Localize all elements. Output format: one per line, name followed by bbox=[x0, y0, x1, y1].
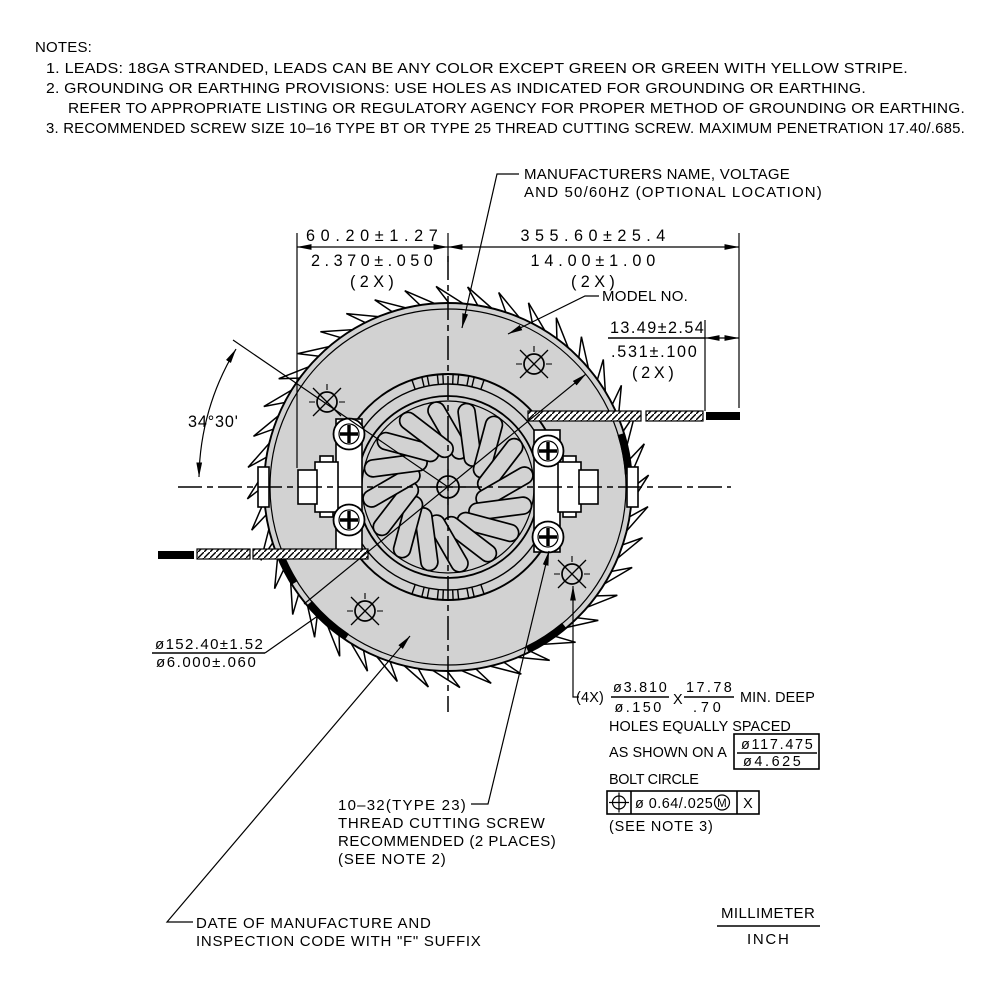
dim-wire-mm: 13.49±2.54 bbox=[610, 319, 704, 337]
note-line-2b: REFER TO APPROPRIATE LISTING OR REGULATO… bbox=[68, 100, 965, 117]
vent-slot bbox=[426, 588, 439, 600]
dim-dia-leader bbox=[264, 612, 323, 654]
dim-left-qty: (2X) bbox=[350, 273, 394, 291]
angle-reference-line bbox=[232, 339, 449, 488]
phillips-screw bbox=[531, 434, 565, 468]
holes-line2: HOLES EQUALLY SPACED bbox=[609, 719, 791, 735]
phillips-screw bbox=[332, 417, 366, 451]
holes-times: X bbox=[673, 692, 683, 708]
gdt-datum: X bbox=[743, 796, 753, 812]
grounding-hole-symbol bbox=[554, 556, 590, 589]
vent-slot bbox=[457, 588, 470, 600]
bolt-circle-in: ø4.625 bbox=[743, 754, 801, 770]
grounding-hole-symbol bbox=[347, 593, 383, 626]
diagonal-reference-line bbox=[303, 373, 587, 605]
units-top: MILLIMETER bbox=[721, 905, 815, 922]
wire-insulation bbox=[527, 410, 642, 422]
units-bottom: INCH bbox=[747, 931, 789, 948]
angle-dim-text: 34°30' bbox=[188, 413, 238, 431]
dim-dia-mm: ø152.40±1.52 bbox=[155, 636, 263, 653]
gdt-tolerance-value: ø 0.64/.025 bbox=[635, 796, 713, 812]
callouts: MANUFACTURERS NAME, VOLTAGE AND 50/60HZ … bbox=[165, 166, 822, 950]
vent-slot bbox=[471, 377, 485, 390]
note-line-2: 2. GROUNDING OR EARTHING PROVISIONS: USE… bbox=[46, 80, 866, 97]
holes-prefix: (4X) bbox=[576, 690, 604, 706]
lead-wire-upper bbox=[527, 410, 740, 422]
screw-note-leader bbox=[471, 550, 550, 805]
lead-wire-lower bbox=[158, 548, 369, 560]
dim-wire-in: .531±.100 bbox=[611, 343, 697, 361]
vent-slot bbox=[426, 374, 439, 386]
extension-lines bbox=[296, 233, 740, 468]
vent-slot bbox=[411, 377, 425, 390]
model-no-label: MODEL NO. bbox=[602, 288, 688, 305]
model-no-leader bbox=[507, 295, 599, 335]
note-line-3: 3. RECOMMENDED SCREW SIZE 10–16 TYPE BT … bbox=[46, 120, 965, 137]
position-symbol-cross bbox=[609, 792, 629, 813]
gdt-box bbox=[606, 790, 760, 815]
holes-dia-mm: ø3.810 bbox=[613, 680, 667, 696]
manufacturer-leader bbox=[461, 173, 519, 329]
bolt-circle-box bbox=[733, 733, 820, 770]
screw-note-line3: RECOMMENDED (2 PLACES) bbox=[338, 833, 556, 850]
screw-note-line1: 10–32(TYPE 23) bbox=[338, 797, 466, 814]
date-code-line1: DATE OF MANUFACTURE AND bbox=[196, 915, 431, 932]
phillips-screw bbox=[531, 520, 565, 554]
date-code-leader bbox=[165, 635, 411, 923]
holes-line4: BOLT CIRCLE bbox=[609, 772, 699, 788]
manufacturer-note-line1: MANUFACTURERS NAME, VOLTAGE bbox=[524, 166, 790, 183]
holes-depth-mm: 17.78 bbox=[686, 680, 732, 696]
grounding-hole-symbols bbox=[309, 346, 590, 626]
grounding-hole-symbol bbox=[516, 346, 552, 379]
mmc-modifier-icon bbox=[713, 794, 731, 811]
holes-suffix: MIN. DEEP bbox=[740, 690, 815, 706]
vent-slots bbox=[411, 374, 485, 600]
vent-slot bbox=[471, 584, 485, 597]
wire-insulation bbox=[196, 548, 251, 560]
holes-dia-in: ø.150 bbox=[615, 700, 662, 716]
dim-dia-in: ø6.000±.060 bbox=[156, 654, 256, 671]
holes-note-leader bbox=[570, 585, 579, 698]
screw-note-line2: THREAD CUTTING SCREW bbox=[338, 815, 546, 832]
notes-title: NOTES: bbox=[35, 39, 92, 56]
screw-note-line4: (SEE NOTE 2) bbox=[338, 851, 446, 868]
vent-slot bbox=[442, 374, 454, 384]
impeller-blades bbox=[362, 401, 534, 573]
vent-slot bbox=[442, 590, 454, 600]
wire-insulation bbox=[252, 548, 369, 560]
vent-slot bbox=[411, 584, 425, 597]
holes-line5: (SEE NOTE 3) bbox=[609, 819, 713, 835]
dim-wire-qty: (2X) bbox=[632, 364, 674, 382]
grounding-hole-symbol bbox=[309, 384, 345, 417]
wire-insulation bbox=[645, 410, 704, 422]
date-code-line2: INSPECTION CODE WITH "F" SUFFIX bbox=[196, 933, 481, 950]
wire-stripped-end bbox=[706, 412, 740, 420]
vent-slot bbox=[457, 374, 470, 386]
angle-dim-arc bbox=[196, 348, 237, 478]
wire-stripped-end bbox=[158, 551, 194, 559]
fan-assembly bbox=[158, 256, 740, 712]
holes-depth-in: .70 bbox=[693, 700, 721, 716]
dim-right-mm: 355.60±25.4 bbox=[521, 227, 666, 245]
dim-left-in: 2.370±.050 bbox=[311, 252, 433, 270]
dim-left-mm: 60.20±1.27 bbox=[306, 227, 438, 245]
bolt-circle-mm: ø117.475 bbox=[741, 737, 813, 753]
note-line-1: 1. LEADS: 18GA STRANDED, LEADS CAN BE AN… bbox=[46, 60, 908, 77]
impeller-blade bbox=[398, 411, 454, 459]
notes-block: NOTES: 1. LEADS: 18GA STRANDED, LEADS CA… bbox=[35, 39, 965, 137]
gdt-frame: ø 0.64/.025 M X bbox=[606, 790, 760, 815]
holes-line3: AS SHOWN ON A bbox=[609, 745, 727, 761]
phillips-screw bbox=[332, 503, 366, 537]
rim-mark bbox=[525, 622, 567, 653]
units-legend: MILLIMETER INCH bbox=[717, 905, 820, 948]
mmc-modifier-letter: M bbox=[717, 798, 727, 810]
rim-mark bbox=[307, 600, 349, 640]
phillips-screws bbox=[332, 417, 565, 554]
dim-right-in: 14.00±1.00 bbox=[531, 252, 656, 270]
manufacturer-note-line2: AND 50/60HZ (OPTIONAL LOCATION) bbox=[524, 184, 822, 201]
